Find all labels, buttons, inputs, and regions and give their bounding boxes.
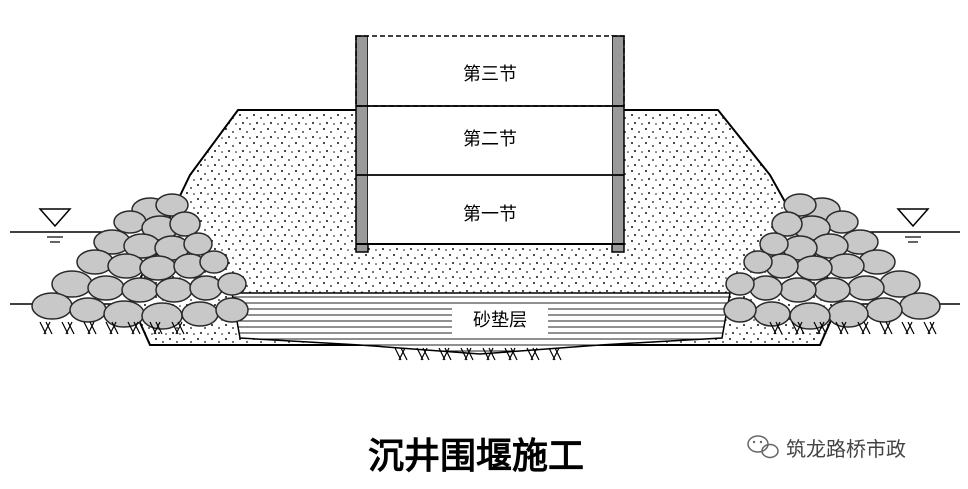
- riprap-stone: [87, 275, 125, 301]
- riprap-stone: [69, 297, 107, 323]
- wechat-icon: [747, 435, 779, 459]
- riprap-stone: [155, 277, 193, 303]
- hatch-mark: [923, 321, 937, 335]
- hatch-mark: [901, 321, 915, 335]
- hatch-mark: [857, 321, 871, 335]
- riprap-stone: [847, 275, 885, 301]
- hatch-mark: [149, 321, 163, 335]
- riprap-stone: [113, 210, 147, 234]
- hatch-mark: [127, 321, 141, 335]
- caisson-right-wall: [611, 35, 625, 253]
- hatch-mark: [879, 321, 893, 335]
- riprap-right: [723, 193, 941, 330]
- riprap-stone: [743, 250, 773, 274]
- riprap-stone: [753, 301, 791, 327]
- hatch-mark: [548, 347, 562, 361]
- riprap-stone: [107, 253, 145, 279]
- sand-cushion-label: 砂垫层: [473, 310, 527, 331]
- hatch-mark: [504, 347, 518, 361]
- riprap-stone: [858, 249, 896, 275]
- hatch-mark: [83, 321, 97, 335]
- hatch-mark: [105, 321, 119, 335]
- water-level-icon-right: [896, 208, 930, 243]
- riprap-stone: [779, 277, 817, 303]
- segment-third-label: 第三节: [463, 64, 517, 85]
- riprap-stone: [181, 301, 219, 327]
- hatch-mark: [171, 321, 185, 335]
- sand-cushion-layer: 砂垫层: [231, 292, 731, 355]
- hatch-mark: [460, 347, 474, 361]
- hatch-mark: [835, 321, 849, 335]
- segment-second-label: 第二节: [463, 129, 517, 150]
- riprap-stone: [813, 277, 851, 303]
- hatch-mark: [438, 347, 452, 361]
- riprap-stone: [169, 211, 201, 237]
- ground-hatching: [39, 321, 937, 361]
- watermark: 筑龙路桥市政: [747, 435, 906, 461]
- diagram-caption: 沉井围堰施工: [368, 436, 584, 477]
- hatch-mark: [791, 321, 805, 335]
- riprap-stone: [139, 255, 177, 281]
- riprap-stone: [825, 210, 859, 234]
- riprap-stone: [199, 250, 229, 274]
- riprap-stone: [827, 253, 865, 279]
- riprap-stone: [189, 275, 223, 301]
- riprap-stone: [141, 302, 183, 330]
- hatch-mark: [482, 347, 496, 361]
- riprap-stone: [783, 193, 817, 217]
- caisson-left-wall: [355, 35, 369, 253]
- riprap-stone: [795, 255, 833, 281]
- riprap-stone: [76, 249, 114, 275]
- riprap-stone: [827, 300, 869, 328]
- riprap-stone: [215, 297, 249, 323]
- riprap-stone: [789, 302, 831, 330]
- riprap-stone: [121, 277, 159, 303]
- segment-first-label: 第一节: [463, 204, 517, 225]
- riprap-stone: [723, 297, 757, 323]
- riprap-stone: [749, 275, 783, 301]
- hatch-mark: [394, 347, 408, 361]
- hatch-mark: [769, 321, 783, 335]
- watermark-text: 筑龙路桥市政: [786, 437, 906, 461]
- riprap-stone: [725, 272, 755, 296]
- caisson: 第三节 第二节 第一节: [355, 35, 625, 253]
- riprap-stone: [865, 297, 903, 323]
- riprap-stone: [771, 211, 803, 237]
- hatch-mark: [416, 347, 430, 361]
- hatch-mark: [526, 347, 540, 361]
- hatch-mark: [813, 321, 827, 335]
- riprap-stone: [155, 193, 189, 217]
- riprap-stone: [899, 292, 941, 320]
- hatch-mark: [39, 321, 53, 335]
- riprap-stone: [31, 292, 73, 320]
- hatch-mark: [61, 321, 75, 335]
- riprap-left: [31, 193, 249, 330]
- water-level-icon-left: [38, 208, 72, 243]
- riprap-stone: [217, 272, 247, 296]
